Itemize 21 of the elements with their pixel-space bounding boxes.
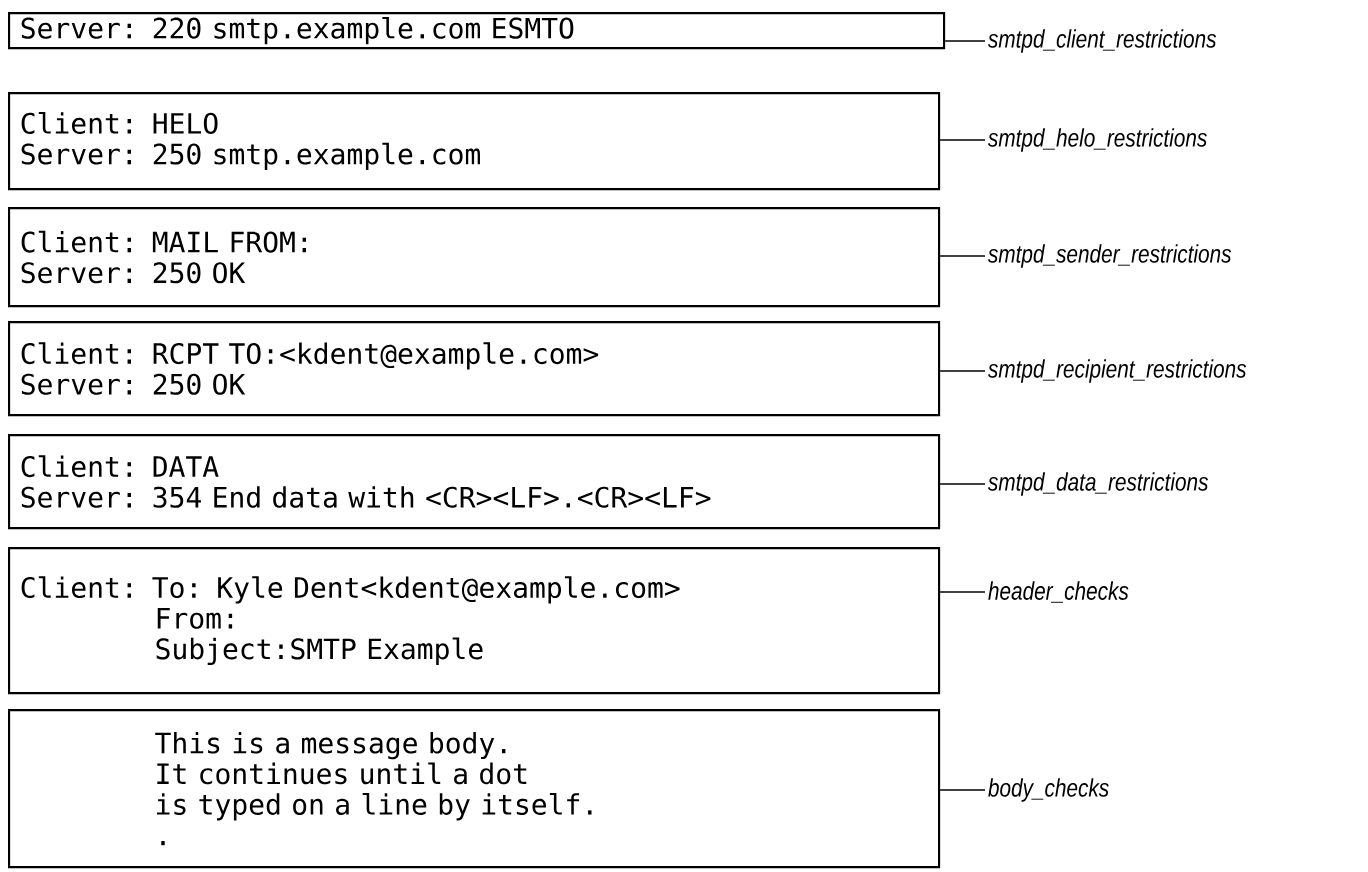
message-box: This is a message body. It continues until a dot is typed on a line by itself. . [8, 709, 941, 869]
message-box: Client: MAIL FROM: Server: 250 OK [8, 207, 941, 308]
restriction-label: smtpd_recipient_restrictions [988, 359, 1247, 383]
leader-line [939, 789, 986, 791]
leader-line [939, 255, 986, 257]
message-box: Server: 220 smtp.example.com ESMTO [8, 12, 946, 50]
message-box: Client: DATA Server: 354 End data with <CR><LF>.<CR><LF> [8, 434, 941, 530]
restriction-label: body_checks [988, 778, 1109, 802]
message-box: Client: To: Kyle Dent<kdent@example.com> From: Subject:SMTP Example [8, 547, 941, 695]
leader-line [939, 370, 986, 372]
leader-line [939, 591, 986, 593]
restriction-label: smtpd_client_restrictions [988, 29, 1217, 53]
restriction-label: header_checks [988, 581, 1129, 603]
restriction-label: smtpd_sender_restrictions [988, 244, 1232, 268]
restriction-label: smtpd_data_restrictions [988, 472, 1208, 496]
leader-line [944, 40, 986, 42]
message-box: Client: RCPT TO:<kdent@example.com> Server: 250 OK [8, 321, 941, 417]
leader-line [939, 483, 986, 485]
message-box: Client: HELO Server: 250 smtp.example.com [8, 92, 941, 191]
leader-line [939, 139, 986, 141]
restriction-label: smtpd_helo_restrictions [988, 128, 1207, 152]
